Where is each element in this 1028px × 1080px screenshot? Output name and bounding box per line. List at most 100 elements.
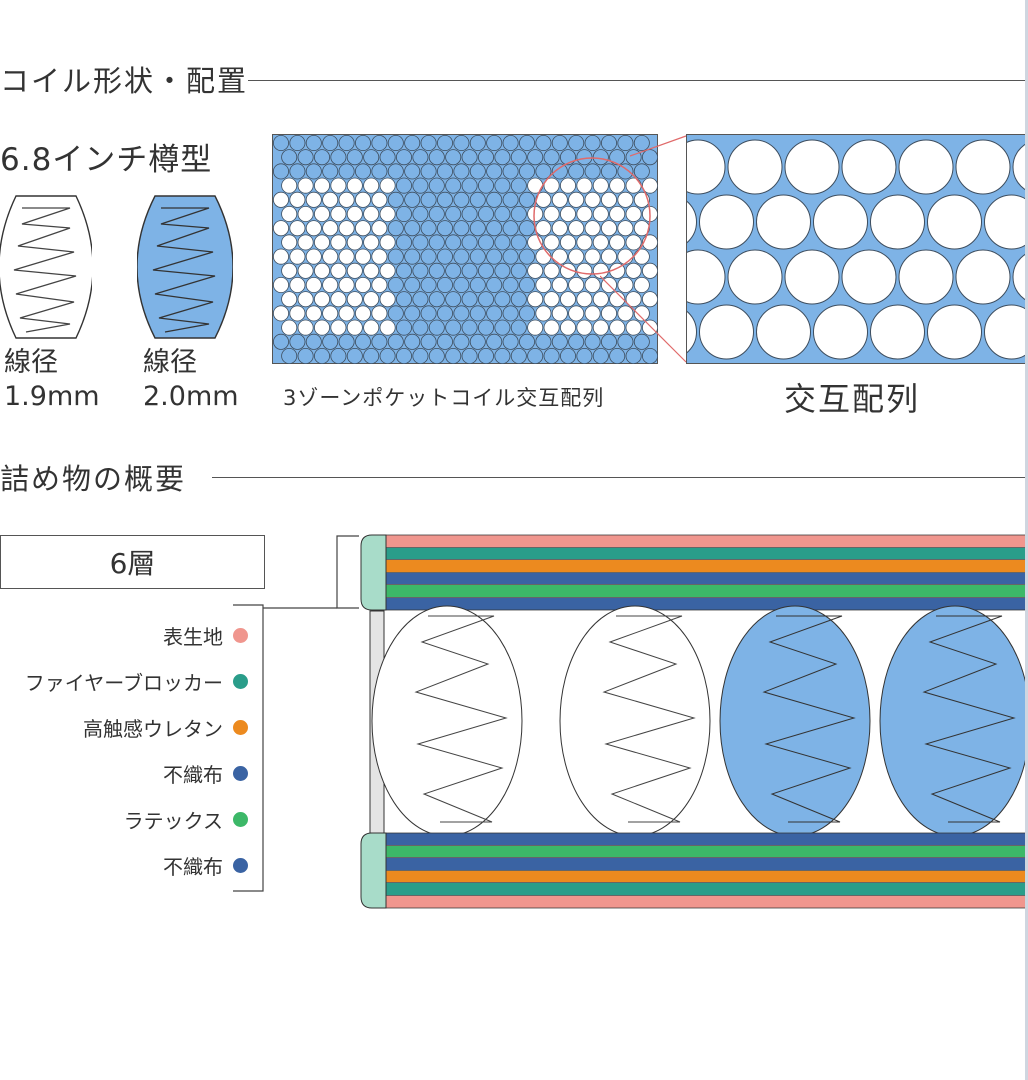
coil-circle-blue bbox=[420, 333, 437, 350]
coil-circle-blue bbox=[404, 248, 421, 265]
coil-circle-blue bbox=[502, 276, 519, 293]
coil-circle-blue bbox=[420, 191, 437, 208]
coil-circle-blue bbox=[502, 135, 519, 151]
coil-circle-white bbox=[600, 191, 617, 208]
coil-circle-white bbox=[559, 319, 576, 336]
coil-circle-blue bbox=[346, 347, 363, 364]
coil-white bbox=[371, 605, 523, 837]
coil-circle-blue bbox=[559, 347, 576, 364]
coil-circle-white bbox=[576, 262, 593, 279]
mattress-cross-section bbox=[360, 534, 1028, 909]
coil-circle-white bbox=[576, 291, 593, 308]
alternating-coil-zoom bbox=[686, 134, 1028, 364]
top-layer-stack bbox=[360, 534, 1028, 611]
coil-circle-blue bbox=[461, 206, 478, 223]
coil-circle-white bbox=[609, 291, 626, 308]
coil-circle-white bbox=[617, 220, 634, 237]
zoom-coil-circle bbox=[898, 139, 954, 195]
coil-circle-white bbox=[281, 319, 298, 336]
coil-circle-white bbox=[568, 276, 585, 293]
coil-circle-blue bbox=[314, 149, 331, 166]
coil-circle-blue bbox=[445, 234, 462, 251]
coil-circle-blue bbox=[396, 319, 413, 336]
coil-circle-white bbox=[576, 319, 593, 336]
coil-circle-blue bbox=[445, 262, 462, 279]
coil-circle-blue bbox=[436, 305, 453, 322]
coil-circle-white bbox=[355, 276, 372, 293]
coil-circle-blue bbox=[477, 262, 494, 279]
coil-circle-white bbox=[609, 206, 626, 223]
zoom-coil-circle bbox=[870, 304, 925, 360]
coil-circle-white bbox=[609, 234, 626, 251]
coil-circle-white bbox=[617, 276, 634, 293]
coil-circle-blue bbox=[609, 347, 626, 364]
coil-circle-blue bbox=[502, 248, 519, 265]
coil-circle-white bbox=[273, 191, 289, 208]
coil-circle-white bbox=[289, 220, 306, 237]
coil-type-label: 6.8インチ樽型 bbox=[0, 142, 213, 178]
coil-circle-white bbox=[625, 262, 642, 279]
zoom-coil-circle bbox=[756, 304, 811, 360]
coil-circle-blue bbox=[469, 305, 486, 322]
coil-circle-white bbox=[305, 305, 322, 322]
coil-circle-white bbox=[625, 319, 642, 336]
coil-circle-blue bbox=[346, 149, 363, 166]
coil-circle-blue bbox=[461, 291, 478, 308]
coil-circle-white bbox=[633, 305, 650, 322]
coil-circle-white bbox=[592, 206, 609, 223]
legend-label: 不織布 bbox=[163, 854, 223, 879]
coil-circle-white bbox=[289, 248, 306, 265]
coil-circle-blue bbox=[518, 163, 535, 180]
coil-circle-blue bbox=[445, 347, 462, 364]
coil-circle-white bbox=[305, 276, 322, 293]
coil-circle-white bbox=[641, 291, 658, 308]
zoom-coil-circle bbox=[984, 194, 1028, 250]
coil-circle-blue bbox=[371, 163, 388, 180]
coil-circle-blue bbox=[396, 177, 413, 194]
coil-circle-blue bbox=[486, 305, 503, 322]
coil-circle-blue bbox=[420, 248, 437, 265]
coil-circle-blue bbox=[543, 149, 560, 166]
coil-circle-white bbox=[625, 291, 642, 308]
coil-circle-blue bbox=[609, 149, 626, 166]
coil-circle-blue bbox=[412, 262, 429, 279]
coil-circle-white bbox=[338, 220, 355, 237]
coil-circle-blue bbox=[297, 347, 314, 364]
coil-circle-blue bbox=[584, 135, 601, 151]
coil-circle-blue bbox=[486, 333, 503, 350]
coil-circle-white bbox=[535, 305, 552, 322]
coil-circle-blue bbox=[461, 347, 478, 364]
coil-circle-blue bbox=[576, 347, 593, 364]
zoom-coil-circle bbox=[784, 139, 840, 195]
coil-circle-blue bbox=[436, 163, 453, 180]
zoom-coil-circle bbox=[984, 304, 1028, 360]
coil-circle-white bbox=[379, 262, 396, 279]
coil-circle-blue bbox=[551, 163, 568, 180]
layer-legend: 表生地 ファイヤーブロッカー 高触感ウレタン 不織布 ラテックス 不織布 bbox=[25, 612, 248, 888]
coil-circle-white bbox=[543, 319, 560, 336]
coil-circle-blue bbox=[551, 135, 568, 151]
coil-circle-white bbox=[330, 262, 347, 279]
coil-circle-blue bbox=[363, 347, 380, 364]
zone-caption: 3ゾーンポケットコイル交互配列 bbox=[283, 386, 605, 410]
coil-circle-blue bbox=[412, 319, 429, 336]
coil-circle-blue bbox=[420, 305, 437, 322]
coil-circle-blue bbox=[436, 248, 453, 265]
coil-circle-blue bbox=[412, 177, 429, 194]
coil-circle-white bbox=[346, 234, 363, 251]
coil-circle-blue bbox=[396, 206, 413, 223]
coil-circle-blue bbox=[510, 206, 527, 223]
coil-circle-white bbox=[297, 177, 314, 194]
coil-circle-white bbox=[592, 177, 609, 194]
zoom-coil-circle bbox=[727, 249, 783, 305]
coil-circle-white bbox=[297, 319, 314, 336]
coil-circle-blue bbox=[436, 333, 453, 350]
coil-circle-white bbox=[592, 234, 609, 251]
coil-circle-blue bbox=[486, 135, 503, 151]
coil-circle-white bbox=[600, 220, 617, 237]
zoom-coil-circle bbox=[1012, 142, 1028, 192]
zoom-coil-circle bbox=[727, 139, 783, 195]
coil-circle-blue bbox=[445, 319, 462, 336]
coil-circle-white bbox=[314, 177, 331, 194]
coil-circle-white bbox=[305, 248, 322, 265]
